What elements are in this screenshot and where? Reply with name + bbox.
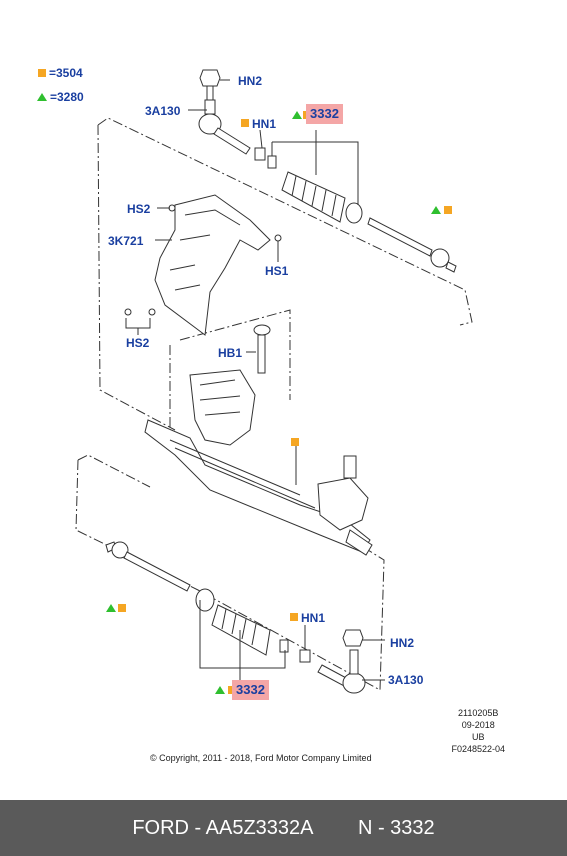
legend-item-3280: =3280 bbox=[37, 90, 84, 104]
lower-boundary bbox=[75, 454, 385, 691]
legend-text: =3504 bbox=[49, 66, 83, 80]
label-3k721: 3K721 bbox=[108, 234, 144, 248]
steering-gear-diagram bbox=[75, 69, 473, 694]
reference-line-2: 09-2018 bbox=[461, 720, 495, 730]
footer-part-number: FORD - AA5Z3332A bbox=[132, 816, 314, 839]
footer-bar: FORD - AA5Z3332A N - 3332 bbox=[0, 800, 567, 856]
heat-shield bbox=[124, 194, 282, 336]
upper-boundary bbox=[97, 117, 473, 431]
bolt-hb1 bbox=[253, 324, 271, 374]
reference-line-4: F0248522-04 bbox=[451, 744, 505, 754]
label-3332-top: 3332 bbox=[306, 104, 343, 124]
reference-line-3: UB bbox=[471, 732, 485, 742]
label-hn2-bottom: HN2 bbox=[390, 636, 415, 650]
lower-boot bbox=[195, 588, 271, 656]
label-hs2-top: HS2 bbox=[127, 202, 151, 216]
footer-ref-number: N - 3332 bbox=[357, 816, 435, 839]
label-hn1-top: HN1 bbox=[252, 117, 277, 131]
label-3332-bottom: 3332 bbox=[232, 680, 269, 700]
upper-inner-tie-rod bbox=[367, 217, 457, 273]
label-hs2-bottom: HS2 bbox=[126, 336, 150, 350]
steering-gear-body bbox=[144, 369, 373, 556]
copyright-text: © Copyright, 2011 - 2018, Ford Motor Com… bbox=[150, 753, 372, 763]
reference-block: 2110205B 09-2018 UB F0248522-04 bbox=[451, 707, 505, 755]
label-3a130-top: 3A130 bbox=[145, 104, 181, 118]
label-3a130-bottom: 3A130 bbox=[388, 673, 424, 687]
green-triangle-icon bbox=[37, 93, 47, 101]
reference-line-1: 2110205B bbox=[458, 708, 499, 718]
center-boundary bbox=[169, 309, 291, 440]
lower-tie-rod-end bbox=[317, 629, 366, 694]
lower-inner-tie-rod bbox=[105, 541, 191, 592]
upper-tie-rod-end bbox=[198, 69, 251, 155]
marker-symbols bbox=[106, 111, 452, 694]
legend-text: =3280 bbox=[50, 90, 84, 104]
label-hs1: HS1 bbox=[265, 264, 289, 278]
label-hb1: HB1 bbox=[218, 346, 243, 360]
legend-item-3504: =3504 bbox=[38, 66, 83, 80]
upper-nut-hn1 bbox=[254, 147, 277, 169]
label-hn1-bottom: HN1 bbox=[301, 611, 326, 625]
orange-square-icon bbox=[38, 69, 46, 77]
label-hn2-top: HN2 bbox=[238, 74, 263, 88]
upper-boot bbox=[281, 171, 363, 224]
